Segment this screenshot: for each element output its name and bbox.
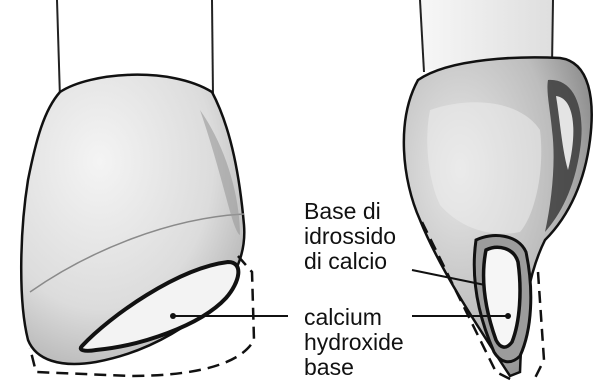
right-root-line-right: [552, 0, 553, 66]
left-root-line-right: [212, 0, 213, 96]
right-tooth: [404, 0, 592, 380]
english-label-line3: base: [304, 355, 404, 380]
english-label: calcium hydroxide base: [304, 305, 404, 380]
english-label-line2: hydroxide: [304, 330, 404, 355]
italian-label: Base di idrossido di calcio: [304, 199, 396, 274]
italian-label-line2: idrossido: [304, 224, 396, 249]
italian-label-line3: di calcio: [304, 249, 396, 274]
english-label-line1: calcium: [304, 305, 404, 330]
right-dashed-outline-right: [534, 272, 544, 380]
right-leader-dot: [505, 313, 511, 319]
left-leader-dot: [170, 313, 176, 319]
left-tooth: [21, 0, 288, 376]
left-root-line-left: [57, 0, 60, 98]
italian-label-line1: Base di: [304, 199, 396, 224]
